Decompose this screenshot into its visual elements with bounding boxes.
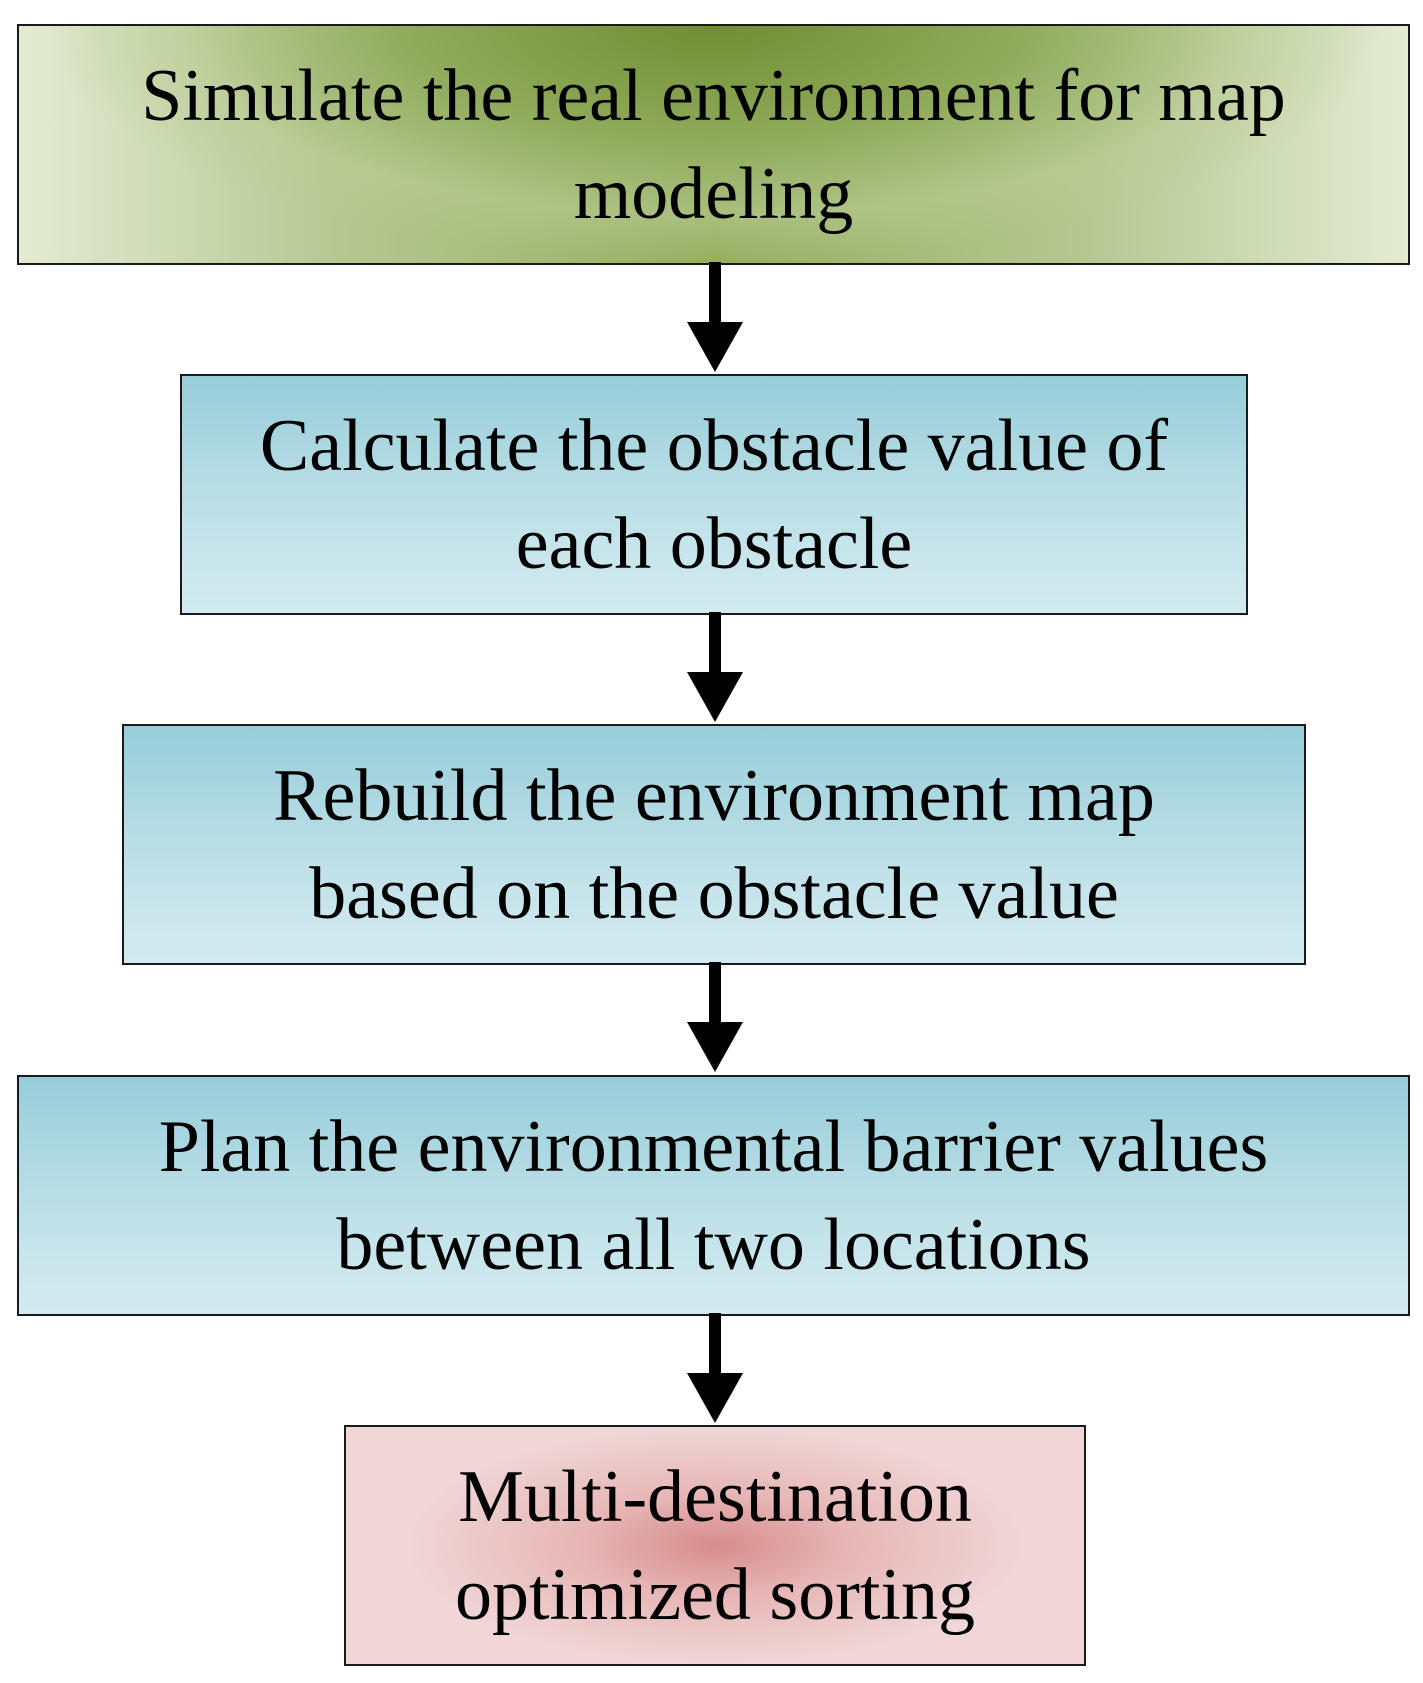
step-4-box: Plan the environmental barrier values be…: [17, 1075, 1410, 1316]
step-5-label: Multi-destination optimized sorting: [455, 1455, 975, 1636]
step-3-label: Rebuild the environment map based on the…: [273, 754, 1155, 935]
arrow-2-3: [685, 612, 745, 724]
step-1-box: Simulate the real environment for map mo…: [17, 24, 1410, 265]
arrow-3-4: [685, 962, 745, 1074]
step-4-label: Plan the environmental barrier values be…: [158, 1105, 1269, 1286]
step-2-label: Calculate the obstacle value of each obs…: [259, 404, 1169, 585]
arrow-4-5: [685, 1313, 745, 1425]
step-2-box: Calculate the obstacle value of each obs…: [180, 374, 1248, 615]
step-3-box: Rebuild the environment map based on the…: [122, 724, 1306, 965]
arrow-1-2: [685, 262, 745, 374]
step-5-box: Multi-destination optimized sorting: [344, 1425, 1086, 1666]
step-1-label: Simulate the real environment for map mo…: [141, 54, 1286, 235]
